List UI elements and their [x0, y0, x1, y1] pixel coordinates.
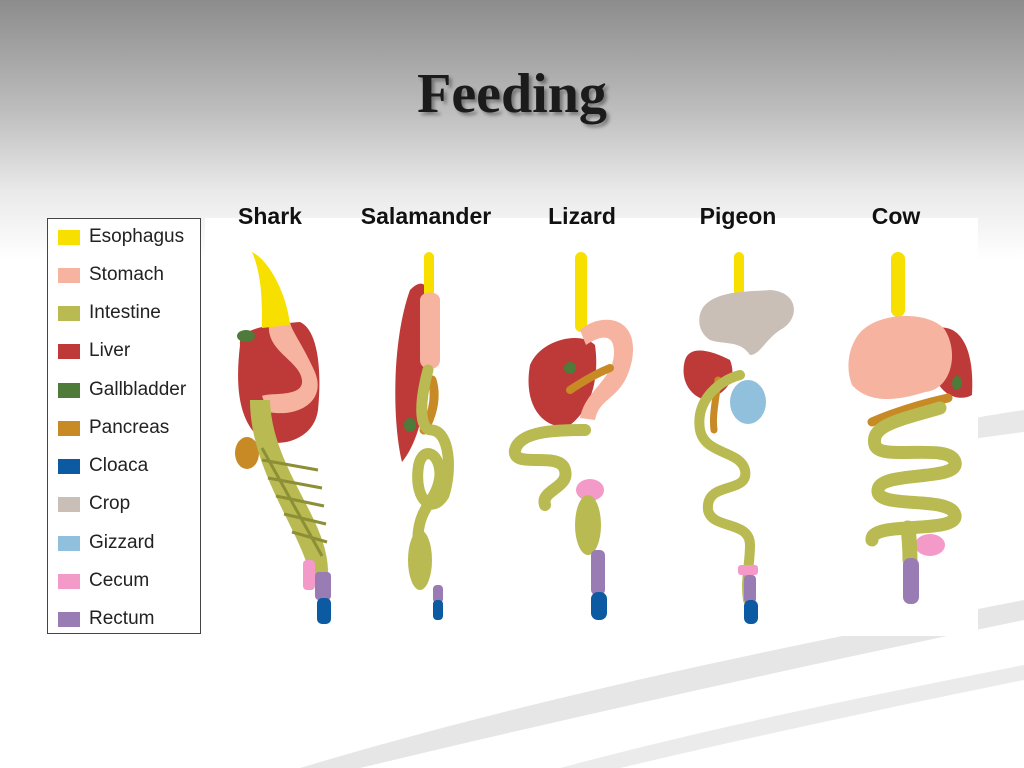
salamander-stomach: [420, 292, 440, 369]
animal-label-lizard: Lizard: [548, 203, 616, 229]
animal-label-shark: Shark: [238, 203, 302, 229]
lizard-pancreas: [566, 364, 614, 394]
shark-esophagus: [252, 252, 290, 328]
cow-cecum: [915, 534, 945, 556]
slide-title: Feeding: [417, 63, 607, 125]
cow-stomach: [848, 316, 953, 400]
legend-label: Crop: [89, 493, 131, 514]
lizard-cloaca: [591, 592, 607, 620]
lizard-liver: [528, 337, 597, 427]
salamander-rectum: [433, 585, 443, 603]
shark-cecum: [303, 560, 315, 590]
lizard-gallbladder: [564, 362, 576, 374]
salamander-esophagus: [424, 252, 434, 302]
legend-item: Esophagus: [58, 225, 184, 249]
legend-swatch-liver: [58, 343, 80, 359]
legend-swatch-esophagus: [58, 229, 80, 245]
legend-label: Gizzard: [89, 532, 155, 553]
cow-rectum: [903, 558, 919, 604]
legend-swatch-pancreas: [58, 420, 80, 436]
legend-item: Intestine: [58, 301, 161, 325]
legend-item: Cecum: [58, 569, 149, 593]
legend-label: Esophagus: [89, 226, 185, 247]
legend-label: Pancreas: [89, 417, 170, 438]
lizard-cecum: [576, 479, 604, 501]
lizard-esophagus: [575, 252, 587, 332]
pigeon-gizzard: [730, 380, 766, 424]
legend-item: Cloaca: [58, 454, 148, 478]
legend-item: Pancreas: [58, 416, 169, 440]
shark-pancreas: [235, 437, 259, 469]
pigeon-cloaca: [744, 600, 758, 624]
legend-item: Rectum: [58, 607, 154, 631]
legend-item: Stomach: [58, 263, 164, 287]
cow-pancreas: [867, 393, 953, 427]
legend-item: Crop: [58, 492, 130, 516]
legend-swatch-cloaca: [58, 458, 80, 474]
legend-swatch-stomach: [58, 267, 80, 283]
salamander-gallbladder: [404, 418, 416, 432]
lizard-rectum: [591, 550, 605, 595]
shark-gallbladder: [237, 330, 255, 342]
shark-stomach: [262, 320, 318, 414]
animal-label-cow: Cow: [871, 203, 921, 229]
cow-gallbladder: [952, 376, 962, 390]
salamander-large-intestine: [408, 530, 432, 590]
legend-label: Liver: [89, 340, 131, 361]
legend-label: Intestine: [89, 302, 161, 323]
pigeon-intestine: [694, 370, 756, 605]
legend-item: Gizzard: [58, 531, 154, 555]
pigeon-rectum: [744, 575, 756, 603]
shark-digestive-system: [235, 252, 331, 624]
legend-swatch-gizzard: [58, 535, 80, 551]
animal-label-pigeon: Pigeon: [699, 203, 777, 229]
lizard-intestine: [509, 424, 591, 511]
pigeon-esophagus: [734, 252, 744, 297]
pigeon-cecum: [738, 565, 758, 575]
legend-item: Gallbladder: [58, 378, 186, 402]
salamander-intestine: [412, 364, 454, 541]
pigeon-digestive-system: [683, 252, 794, 624]
cow-intestine: [865, 401, 962, 547]
legend-swatch-intestine: [58, 305, 80, 321]
legend-label: Gallbladder: [89, 379, 187, 400]
salamander-cloaca: [433, 600, 443, 620]
legend-swatch-rectum: [58, 611, 80, 627]
legend-label: Cecum: [89, 570, 150, 591]
legend-label: Rectum: [89, 608, 155, 629]
cow-large-intestine: [900, 520, 918, 568]
animal-label-salamander: Salamander: [360, 203, 492, 229]
legend-swatch-crop: [58, 496, 80, 512]
salamander-digestive-system: [395, 252, 454, 620]
lizard-digestive-system: [509, 252, 634, 620]
cow-digestive-system: [848, 252, 973, 604]
shark-spiral-valve: [260, 447, 328, 557]
legend-label: Cloaca: [89, 455, 149, 476]
legend-swatch-cecum: [58, 573, 80, 589]
shark-cloaca: [317, 598, 331, 624]
organ-legend: Esophagus Stomach Intestine Liver Gallbl…: [47, 218, 201, 634]
lizard-stomach: [580, 319, 634, 420]
pigeon-crop: [699, 290, 794, 355]
shark-rectum: [315, 572, 331, 600]
legend-item: Liver: [58, 339, 130, 363]
cow-esophagus: [891, 252, 905, 317]
lizard-large-intestine: [575, 495, 601, 555]
legend-label: Stomach: [89, 264, 164, 285]
legend-swatch-gallbladder: [58, 382, 80, 398]
